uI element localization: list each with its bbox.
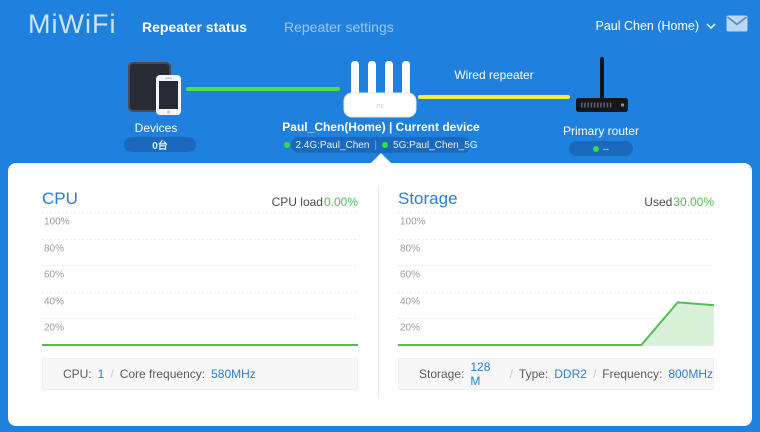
core-frequency-label: Core frequency: <box>119 367 206 381</box>
pill-divider: | <box>374 139 378 151</box>
storage-type-label: Type: <box>518 367 549 381</box>
svg-text:20%: 20% <box>400 323 420 334</box>
primary-router-label: Primary router <box>562 124 639 138</box>
devices-icon <box>128 62 181 115</box>
wireless-link-line <box>186 87 340 91</box>
svg-text:60%: 60% <box>44 270 64 281</box>
svg-text:20%: 20% <box>44 323 64 334</box>
storage-used-chart: 100% 80% 60% 40% 20% <box>398 212 714 346</box>
status-dot-5g <box>382 142 389 148</box>
account-name: Paul Chen (Home) <box>595 19 699 33</box>
separator: / <box>592 367 597 381</box>
status-card: CPU CPU load 0.00% 100% 80% 60% 40% 20% CPU:… <box>8 163 752 426</box>
cpu-count-value: 1 <box>97 367 105 381</box>
current-device-networks-pill: 2.4G:Paul_Chen | 5G:Paul_Chen_5G <box>284 137 478 153</box>
svg-text:40%: 40% <box>400 297 420 308</box>
status-dot-2g <box>284 142 291 148</box>
current-router-icon: mi <box>343 61 417 118</box>
storage-info-bar: Storage: 128 M / Type: DDR2 / Frequency:… <box>398 358 714 390</box>
cpu-count-label: CPU: <box>63 367 92 381</box>
cpu-load-metric: CPU load 0.00% <box>272 195 358 209</box>
cpu-load-chart: 100% 80% 60% 40% 20% <box>42 212 358 346</box>
separator: / <box>509 367 513 381</box>
storage-used-value: 30.00% <box>673 195 714 209</box>
column-divider <box>378 187 379 397</box>
miwifi-logo: MiWiFi <box>28 9 117 39</box>
mail-icon[interactable] <box>726 15 748 32</box>
tab-repeater-settings[interactable]: Repeater settings <box>284 19 394 35</box>
cpu-load-value: 0.00% <box>323 195 358 209</box>
tab-repeater-status[interactable]: Repeater status <box>142 19 248 35</box>
cpu-load-label: CPU load <box>271 195 323 209</box>
svg-text:40%: 40% <box>44 297 64 308</box>
storage-frequency-value: 800MHz <box>668 367 713 381</box>
wired-link-line <box>418 95 570 99</box>
devices-count-badge: 0台 <box>124 137 196 152</box>
devices-node-label: Devices <box>134 121 178 135</box>
svg-text:80%: 80% <box>400 244 420 255</box>
svg-text:mi: mi <box>376 103 384 110</box>
primary-router-icon <box>576 57 628 112</box>
storage-size-value: 128 M <box>470 360 491 388</box>
card-pointer-arrow <box>371 153 391 163</box>
cpu-info-bar: CPU: 1 / Core frequency: 580MHz <box>42 358 358 390</box>
svg-text:100%: 100% <box>400 217 426 228</box>
current-device-label: Paul_Chen(Home) | Current device <box>282 120 480 134</box>
account-dropdown[interactable]: Paul Chen (Home) <box>595 19 716 33</box>
svg-text:80%: 80% <box>44 244 64 255</box>
cpu-title: CPU <box>42 189 78 208</box>
storage-frequency-label: Frequency: <box>602 367 663 381</box>
primary-router-status-pill: -- <box>569 141 633 156</box>
storage-used-label: Used <box>644 195 673 209</box>
core-frequency-value: 580MHz <box>211 367 256 381</box>
status-dot-primary <box>593 145 599 152</box>
cpu-panel-header: CPU CPU load 0.00% <box>42 185 358 209</box>
chevron-down-icon <box>706 23 716 29</box>
svg-text:100%: 100% <box>44 217 70 228</box>
storage-type-value: DDR2 <box>554 367 587 381</box>
network-5g-label: 5G:Paul_Chen_5G <box>393 139 478 151</box>
wired-repeater-label: Wired repeater <box>454 68 534 82</box>
storage-title: Storage <box>398 189 458 208</box>
primary-router-status: -- <box>603 143 609 154</box>
storage-panel: Storage Used 30.00% 100% 80% 60% 40% 20% Sto… <box>398 185 714 390</box>
storage-panel-header: Storage Used 30.00% <box>398 185 714 209</box>
cpu-panel: CPU CPU load 0.00% 100% 80% 60% 40% 20% CPU:… <box>42 185 358 390</box>
svg-text:60%: 60% <box>400 270 420 281</box>
separator: / <box>110 367 114 381</box>
network-2g-label: 2.4G:Paul_Chen <box>295 139 370 151</box>
storage-size-label: Storage: <box>419 367 465 381</box>
storage-used-metric: Used 30.00% <box>644 195 714 209</box>
